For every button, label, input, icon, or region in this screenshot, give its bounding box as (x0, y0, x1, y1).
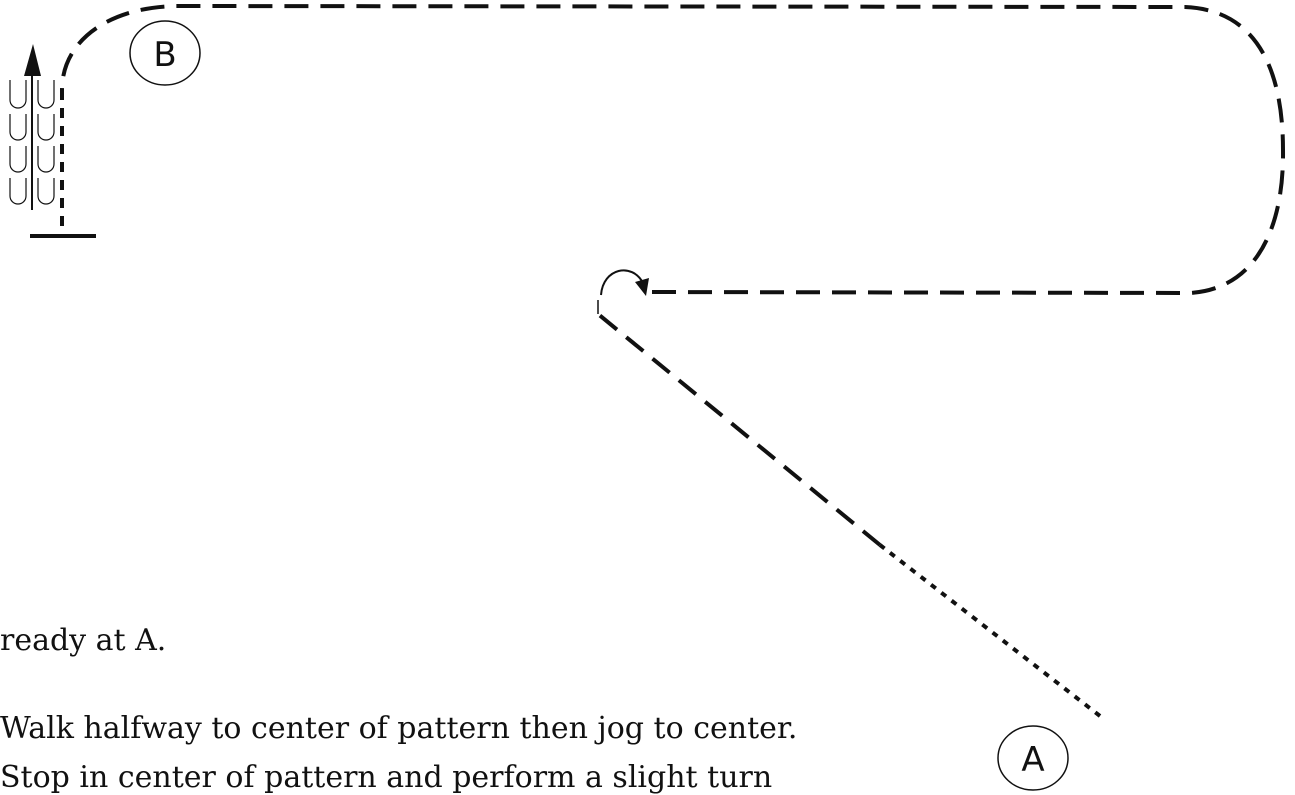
walk-path (878, 543, 1102, 718)
backup-arrowhead-icon (24, 44, 41, 76)
jog-path (596, 312, 882, 547)
marker-b-label: B (153, 35, 176, 75)
marker-b-circle (129, 20, 201, 86)
marker-a-circle (997, 725, 1069, 791)
lope-path (60, 3, 1286, 296)
instruction-line: ready at A. (0, 623, 167, 658)
hoof-prints-icon (9, 80, 55, 205)
turn-arrowhead-icon (635, 278, 649, 296)
turn-arrow-icon (600, 269, 644, 296)
instruction-line: Stop in center of pattern and perform a … (0, 760, 773, 795)
marker-a-label: A (1021, 740, 1044, 780)
instruction-line: Walk halfway to center of pattern then j… (0, 711, 798, 746)
